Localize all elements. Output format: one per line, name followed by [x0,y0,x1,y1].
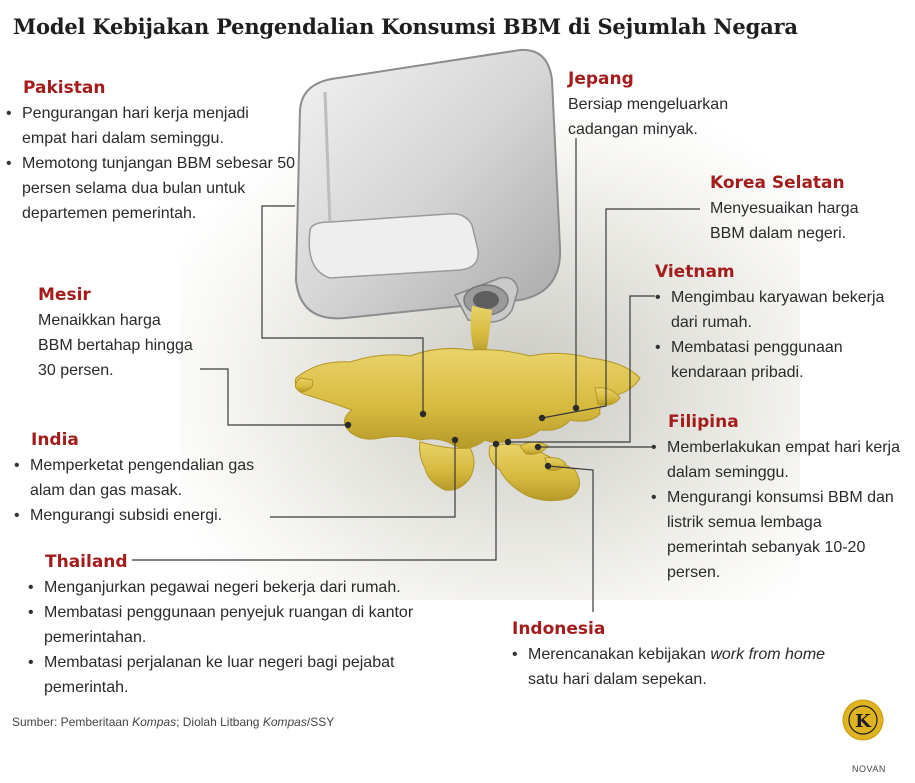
jerry-can [294,48,562,323]
kompas-logo-icon: K [842,699,884,741]
country-name-jepang: Jepang [568,69,634,89]
marker-dot-mesir [344,421,352,429]
country-name-thailand: Thailand [45,552,128,572]
policy-list-thailand: Menganjurkan pegawai negeri bekerja dari… [28,575,468,700]
leader-line-indonesia [547,465,594,612]
policy-list-pakistan: Pengurangan hari kerja menjadi empat har… [6,101,296,226]
source-middle: ; Diolah Litbang [176,715,263,729]
marker-dot-india [451,436,459,444]
country-name-india: India [31,430,79,450]
country-block-jepang: Jepang Bersiap mengeluarkan cadangan min… [568,67,768,142]
artist-credit: NOVAN [852,764,886,774]
marker-dot-vietnam [504,438,512,446]
source-kompas: Kompas [132,715,177,729]
marker-dot-korea-selatan [538,414,546,422]
country-block-thailand: Thailand Menganjurkan pegawai negeri bek… [28,550,468,700]
logo-letter: K [855,711,872,732]
marker-dot-jepang [572,404,580,412]
country-name-vietnam: Vietnam [655,262,735,282]
policy-text-part: satu hari dalam sepekan. [528,671,707,688]
source-suffix: /SSY [306,715,335,729]
source-prefix: Sumber: Pemberitaan [12,715,133,729]
country-name-korea-selatan: Korea Selatan [710,173,845,193]
policy-item: Mengurangi subsidi energi. [14,503,274,528]
policy-item: Merencanakan kebijakan work from home sa… [512,642,842,692]
country-block-mesir: Mesir Menaikkan harga BBM bertahap hingg… [38,283,198,383]
oil-puddle [294,348,641,502]
source-note: Sumber: Pemberitaan Kompas; Diolah Litba… [12,715,334,729]
leader-line-vietnam [508,295,655,443]
country-name-filipina: Filipina [668,412,739,432]
policy-text-korea-selatan: Menyesuaikan harga BBM dalam negeri. [710,200,859,242]
policy-text-italic: work from home [710,646,826,663]
page-title: Model Kebijakan Pengendalian Konsumsi BB… [13,14,798,39]
country-name-pakistan: Pakistan [23,78,106,98]
country-block-filipina: Filipina Memberlakukan empat hari kerja … [651,410,901,585]
leader-line-pakistan [261,205,424,412]
source-kompas: Kompas [262,715,307,729]
policy-item: Pengurangan hari kerja menjadi empat har… [6,101,296,151]
policy-list-vietnam: Mengimbau karyawan bekerja dari rumah. M… [655,285,900,385]
policy-list-indonesia: Merencanakan kebijakan work from home sa… [512,642,842,692]
country-block-pakistan: Pakistan Pengurangan hari kerja menjadi … [6,76,296,226]
policy-text-mesir: Menaikkan harga BBM bertahap hingga 30 p… [38,312,193,379]
policy-text-jepang: Bersiap mengeluarkan cadangan minyak. [568,96,729,138]
oil-stream [470,306,492,355]
country-name-indonesia: Indonesia [512,619,606,639]
marker-dot-pakistan [419,410,427,418]
policy-item: Mengimbau karyawan bekerja dari rumah. [655,285,900,335]
leader-line-korea-selatan [541,208,700,419]
leader-line-thailand [132,446,497,561]
policy-item: Membatasi penggunaan penyejuk ruangan di… [28,600,468,650]
leader-line-india [270,440,456,518]
leader-line-mesir [200,368,346,426]
country-block-korea-selatan: Korea Selatan Menyesuaikan harga BBM dal… [710,171,885,246]
policy-item: Memotong tunjangan BBM sebesar 50 persen… [6,151,296,226]
policy-item: Memperketat pengendalian gas alam dan ga… [14,453,274,503]
country-block-indonesia: Indonesia Merencanakan kebijakan work fr… [512,617,842,692]
marker-dot-indonesia [544,462,552,470]
policy-list-filipina: Memberlakukan empat hari kerja dalam sem… [651,435,901,585]
country-name-mesir: Mesir [38,285,91,305]
policy-item: Memberlakukan empat hari kerja dalam sem… [651,435,901,485]
marker-dot-thailand [492,440,500,448]
country-block-vietnam: Vietnam Mengimbau karyawan bekerja dari … [655,260,900,385]
country-block-india: India Memperketat pengendalian gas alam … [14,428,274,528]
policy-text-part: Merencanakan kebijakan [528,646,711,663]
policy-item: Mengurangi konsumsi BBM dan listrik semu… [651,485,901,585]
marker-dot-filipina [534,443,542,451]
policy-item: Menganjurkan pegawai negeri bekerja dari… [28,575,468,600]
policy-item: Membatasi penggunaan kendaraan pribadi. [655,335,900,385]
policy-list-india: Memperketat pengendalian gas alam dan ga… [14,453,274,528]
policy-item: Membatasi perjalanan ke luar negeri bagi… [28,650,468,700]
